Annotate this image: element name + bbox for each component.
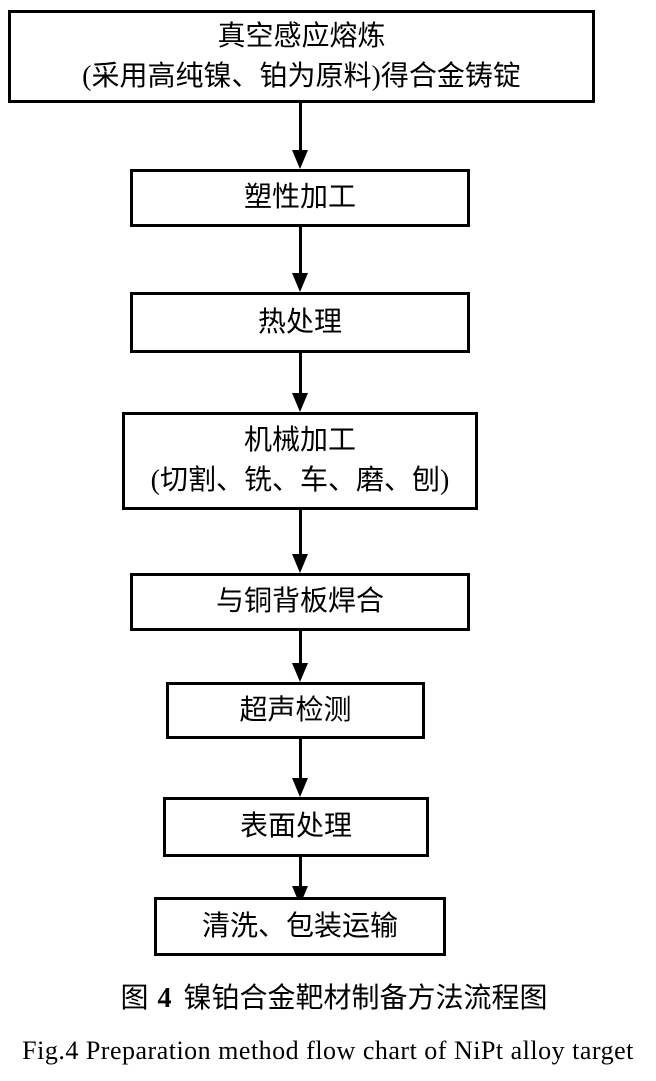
node-machining: 机械加工 (切割、铣、车、磨、刨) — [122, 412, 478, 510]
arrow-stem — [298, 510, 302, 554]
flow-arrow-down-3 — [292, 353, 308, 412]
node-text-line: 表面处理 — [239, 811, 352, 842]
arrow-head-icon — [292, 150, 308, 169]
node-welding-to-copper-backing-plate: 与铜背板焊合 — [130, 573, 470, 631]
figure-title: 镍铂合金靶材制备方法流程图 — [183, 983, 548, 1014]
arrow-stem — [298, 631, 302, 663]
node-vacuum-induction-melting: 真空感应熔炼 (采用高纯镍、铂为原料)得合金铸锭 — [8, 10, 595, 103]
node-text-line: 机械加工 — [243, 425, 356, 456]
arrow-head-icon — [292, 273, 308, 292]
node-cleaning-packaging-transport: 清洗、包装运输 — [154, 897, 446, 956]
figure-caption-english: Fig.4 Preparation method flow chart of N… — [22, 1036, 634, 1065]
node-text-line: 与铜背板焊合 — [215, 586, 384, 617]
node-text-line: (采用高纯镍、铂为原料)得合金铸锭 — [82, 60, 521, 92]
flow-arrow-down-5 — [292, 631, 308, 682]
figure-label: 图 — [120, 983, 149, 1014]
arrow-head-icon — [292, 663, 308, 682]
arrow-head-icon — [292, 393, 308, 412]
node-text-line: 真空感应熔炼 — [217, 20, 386, 52]
arrow-stem — [298, 739, 302, 778]
node-text-line: 塑性加工 — [243, 182, 356, 213]
arrow-head-icon — [292, 778, 308, 797]
arrow-stem — [298, 227, 302, 273]
node-text-line: 超声检测 — [239, 694, 352, 726]
node-text-line: (切割、铣、车、磨、刨) — [150, 465, 450, 496]
node-text-line: 热处理 — [257, 306, 342, 338]
arrow-stem — [298, 103, 302, 150]
flow-arrow-down-2 — [292, 227, 308, 292]
node-ultrasonic-testing: 超声检测 — [166, 682, 425, 739]
node-surface-treatment: 表面处理 — [163, 797, 429, 857]
figure-number: 4 — [157, 983, 172, 1014]
flow-arrow-down-1 — [292, 103, 308, 169]
node-plastic-working: 塑性加工 — [130, 169, 470, 227]
node-heat-treatment: 热处理 — [130, 292, 470, 353]
arrow-stem — [298, 353, 302, 393]
flow-arrow-down-4 — [292, 510, 308, 573]
flow-arrow-down-6 — [292, 739, 308, 797]
node-text-line: 清洗、包装运输 — [201, 910, 398, 942]
arrow-stem — [298, 857, 302, 886]
arrow-head-icon — [292, 554, 308, 573]
